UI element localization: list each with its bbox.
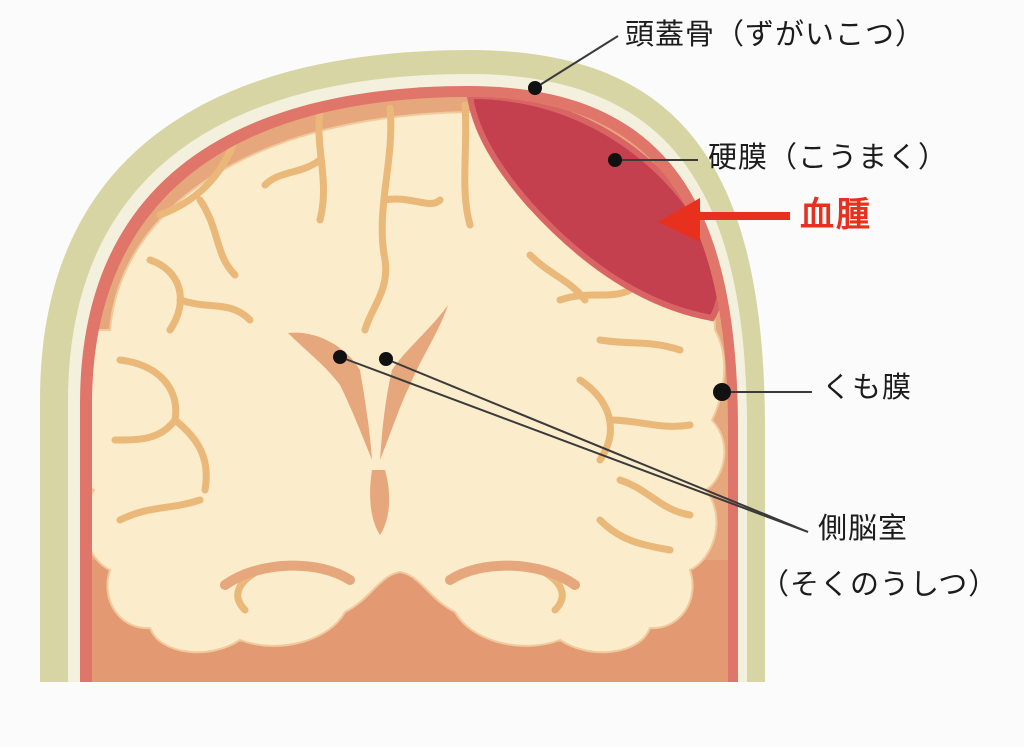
dura-label: 硬膜（こうまく） [708,140,949,174]
hematoma-label: 血腫 [800,195,872,235]
leader-lines [339,35,812,533]
skull-label: 頭蓋骨（ずがいこつ） [625,17,926,51]
left-lateral-ventricle [288,332,372,460]
hematoma [466,97,724,322]
arachnoid-label: くも膜 [822,370,913,404]
ventricle-label: 側脳室 [818,511,909,545]
third-ventricle [370,470,390,535]
temporal-fissure-right [445,560,580,590]
temporal-fissure-left [220,560,355,590]
pointer-dots [333,81,731,401]
hematoma-arrow [658,198,790,242]
ventricle-reading-label: （そくのうしつ） [760,567,999,601]
right-lateral-ventricle [380,305,448,460]
